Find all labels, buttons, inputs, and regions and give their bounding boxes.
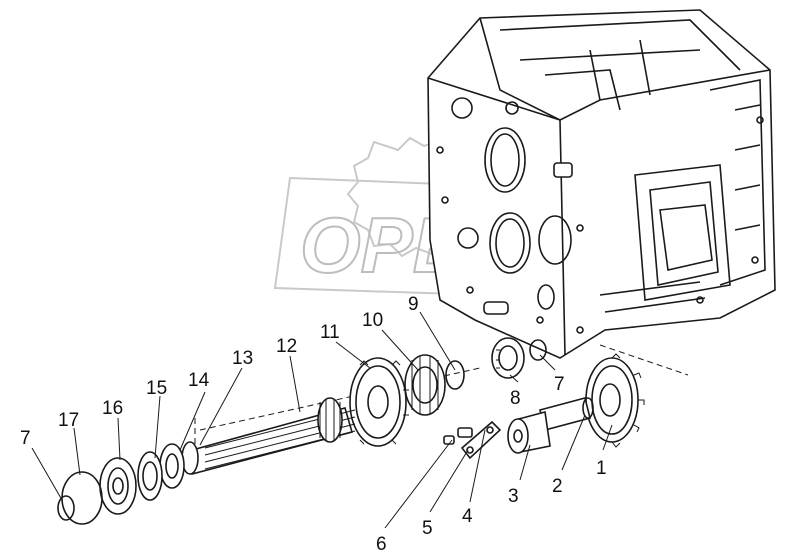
- callout-6: 6: [376, 534, 387, 555]
- shaft-part-3: [507, 410, 551, 454]
- callout-11: 11: [320, 322, 340, 343]
- gear-part-10: [404, 354, 446, 416]
- leader-lines: [31, 311, 613, 529]
- callout-3: 3: [508, 486, 519, 507]
- ring-part-14: [159, 443, 185, 489]
- bolt-part-6: [443, 427, 473, 445]
- callout-7-right: 7: [554, 374, 565, 395]
- gear-part-11: [349, 357, 409, 447]
- callout-labels: 1 2 3 4 5 6 7 7 8 9 10 11 12 13 14 15 16…: [20, 294, 607, 555]
- ring-part-17: [61, 471, 103, 525]
- callout-4: 4: [462, 506, 473, 527]
- callout-17: 17: [58, 410, 79, 431]
- callout-12: 12: [276, 336, 297, 357]
- callout-9: 9: [408, 294, 419, 315]
- gear-part-1: [585, 353, 645, 448]
- callout-16: 16: [102, 398, 123, 419]
- bearing-part-15: [137, 451, 163, 501]
- callout-1: 1: [596, 458, 607, 479]
- snap-ring-part-9: [445, 360, 465, 390]
- assembly-lines: [194, 344, 689, 445]
- bearing-part-8: [491, 337, 525, 379]
- callout-13: 13: [232, 348, 253, 369]
- gearbox-housing: [427, 9, 776, 359]
- callout-2: 2: [552, 476, 563, 497]
- circlip-part-7-lower: [57, 495, 75, 521]
- callout-14: 14: [188, 370, 210, 391]
- callout-15: 15: [146, 378, 167, 399]
- main-shaft-part-12: [183, 397, 356, 475]
- callout-7-left: 7: [20, 428, 31, 449]
- callout-10: 10: [362, 310, 383, 331]
- circlip-part-7-upper: [529, 339, 547, 361]
- bearing-part-16: [99, 457, 137, 515]
- shaft-part-2: [539, 397, 594, 431]
- callout-5: 5: [422, 518, 433, 539]
- lock-plate-part-4: [460, 420, 502, 460]
- callout-8: 8: [510, 388, 521, 409]
